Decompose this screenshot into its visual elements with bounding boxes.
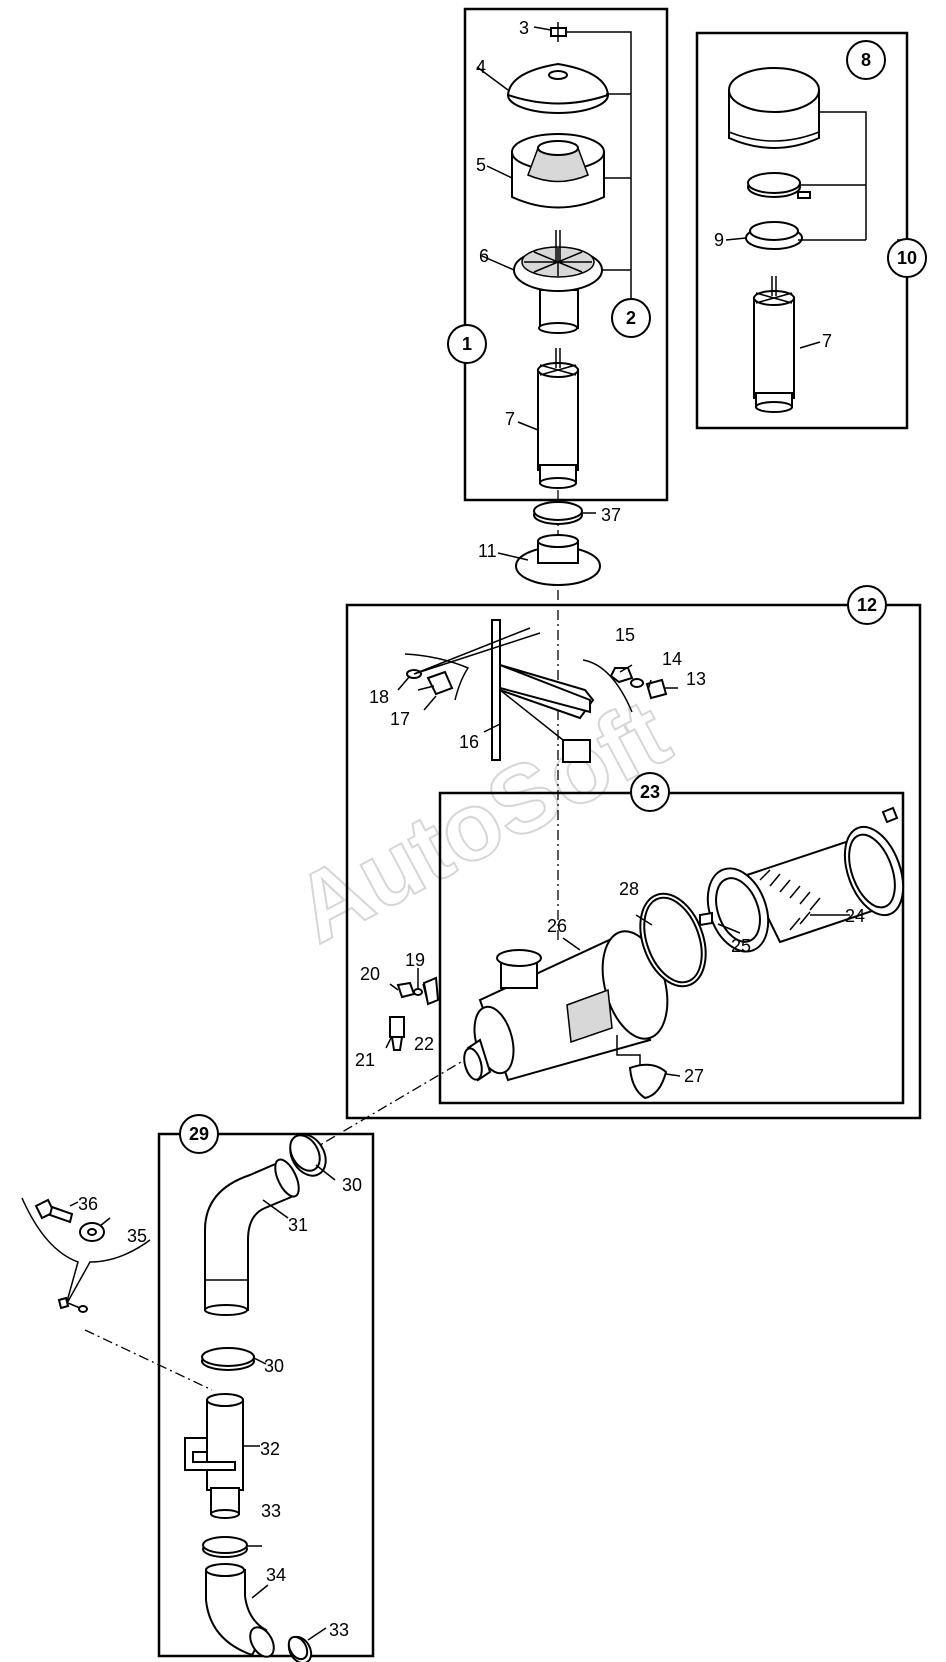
label-22: 22 — [414, 1034, 434, 1054]
label-31: 31 — [288, 1215, 308, 1235]
label-30-mid: 30 — [264, 1356, 284, 1376]
part-14-washer — [630, 678, 644, 688]
label-13: 13 — [686, 669, 706, 689]
label-25: 25 — [731, 936, 751, 956]
callout-2: 2 — [611, 298, 651, 338]
part-32-pipe-with-bracket — [184, 1393, 244, 1519]
part-19-washer — [413, 988, 423, 996]
part-33-clamp-lower — [287, 1635, 313, 1662]
part-11-flange — [515, 534, 601, 586]
center-line-lower — [297, 1044, 491, 1159]
part-16-bracket — [491, 619, 595, 763]
svg-text:8: 8 — [861, 50, 871, 70]
part-36-bolt-small — [57, 1296, 88, 1313]
label-21: 21 — [355, 1050, 375, 1070]
part-27-vacuator-valve — [616, 1035, 668, 1100]
label-4: 4 — [476, 57, 486, 77]
callout-10: 10 — [887, 238, 927, 278]
bracket-detail-curve-right — [582, 659, 633, 713]
svg-text:29: 29 — [189, 1124, 209, 1144]
part-26-air-cleaner-housing — [463, 930, 669, 1082]
label-18: 18 — [369, 687, 389, 707]
part-7-tube-right — [753, 276, 795, 413]
part-31-elbow — [204, 1158, 300, 1316]
label-35: 35 — [127, 1226, 147, 1246]
label-7-left: 7 — [505, 409, 515, 429]
part-3-bolt — [550, 22, 567, 42]
label-11: 11 — [478, 541, 497, 561]
part-33-clamp-upper — [202, 1536, 248, 1558]
label-30-top: 30 — [342, 1175, 362, 1195]
part-4-cap-lid — [506, 62, 610, 114]
bracket-detail-curve-left — [404, 653, 470, 701]
label-17: 17 — [390, 709, 410, 729]
svg-text:1: 1 — [462, 334, 472, 354]
group-box-1 — [463, 7, 669, 502]
label-5: 5 — [476, 155, 486, 175]
label-34: 34 — [266, 1565, 286, 1585]
label-16: 16 — [459, 732, 479, 752]
label-28: 28 — [619, 879, 639, 899]
label-24: 24 — [845, 906, 865, 926]
part-25-inner-element — [699, 867, 770, 953]
svg-text:2: 2 — [626, 308, 636, 328]
callout-8: 8 — [846, 40, 886, 80]
callout-1: 1 — [447, 324, 487, 364]
label-37: 37 — [601, 505, 621, 525]
group-box-10 — [695, 31, 909, 430]
label-26: 26 — [547, 916, 567, 936]
label-33-upper: 33 — [261, 1501, 281, 1521]
part-34-elbow-lower — [205, 1563, 275, 1658]
part-30-clamp-mid — [201, 1347, 255, 1371]
part-8-clamp — [747, 172, 811, 199]
bolt-detail-callout-lines — [21, 1197, 151, 1306]
label-20: 20 — [360, 964, 380, 984]
part-36-bolt — [34, 1198, 74, 1224]
label-3: 3 — [519, 18, 529, 38]
part-13-bolt — [645, 678, 668, 700]
part-5-hood — [511, 133, 605, 209]
label-36: 36 — [78, 1194, 98, 1214]
part-21-restriction-indicator — [389, 1016, 405, 1051]
label-6: 6 — [479, 246, 489, 266]
label-14: 14 — [662, 649, 682, 669]
part-9-adapter-ring — [745, 221, 803, 250]
bracket-hardware-leader — [413, 627, 541, 675]
label-33-lower: 33 — [329, 1620, 349, 1640]
watermark: AutoSoft — [278, 679, 686, 964]
part-24-filter-element — [745, 825, 905, 944]
label-27: 27 — [684, 1066, 704, 1086]
part-22-adapter — [422, 976, 440, 1006]
svg-text:23: 23 — [640, 782, 660, 802]
label-32: 32 — [260, 1439, 280, 1459]
label-19: 19 — [405, 950, 425, 970]
svg-text:10: 10 — [897, 248, 917, 268]
callout-23: 23 — [630, 772, 670, 812]
center-line-bracket — [84, 1329, 213, 1391]
callout-29: 29 — [179, 1114, 219, 1154]
label-9: 9 — [714, 230, 724, 250]
svg-text:12: 12 — [857, 595, 877, 615]
part-37-clamp — [533, 501, 583, 525]
label-7-right: 7 — [822, 331, 832, 351]
part-17-bolt — [417, 670, 454, 696]
group-box-23 — [438, 791, 905, 1105]
part-6-precleaner — [513, 230, 603, 334]
part-wing-nut-cover — [881, 806, 899, 824]
part-28-o-ring — [639, 892, 707, 988]
part-8-cap — [728, 67, 820, 149]
part-35-washer — [79, 1222, 105, 1242]
callout-12: 12 — [847, 585, 887, 625]
part-20-fitting — [396, 981, 416, 999]
group-box-12 — [345, 603, 922, 1120]
part-7-tube-left — [537, 348, 579, 489]
label-15: 15 — [615, 625, 635, 645]
